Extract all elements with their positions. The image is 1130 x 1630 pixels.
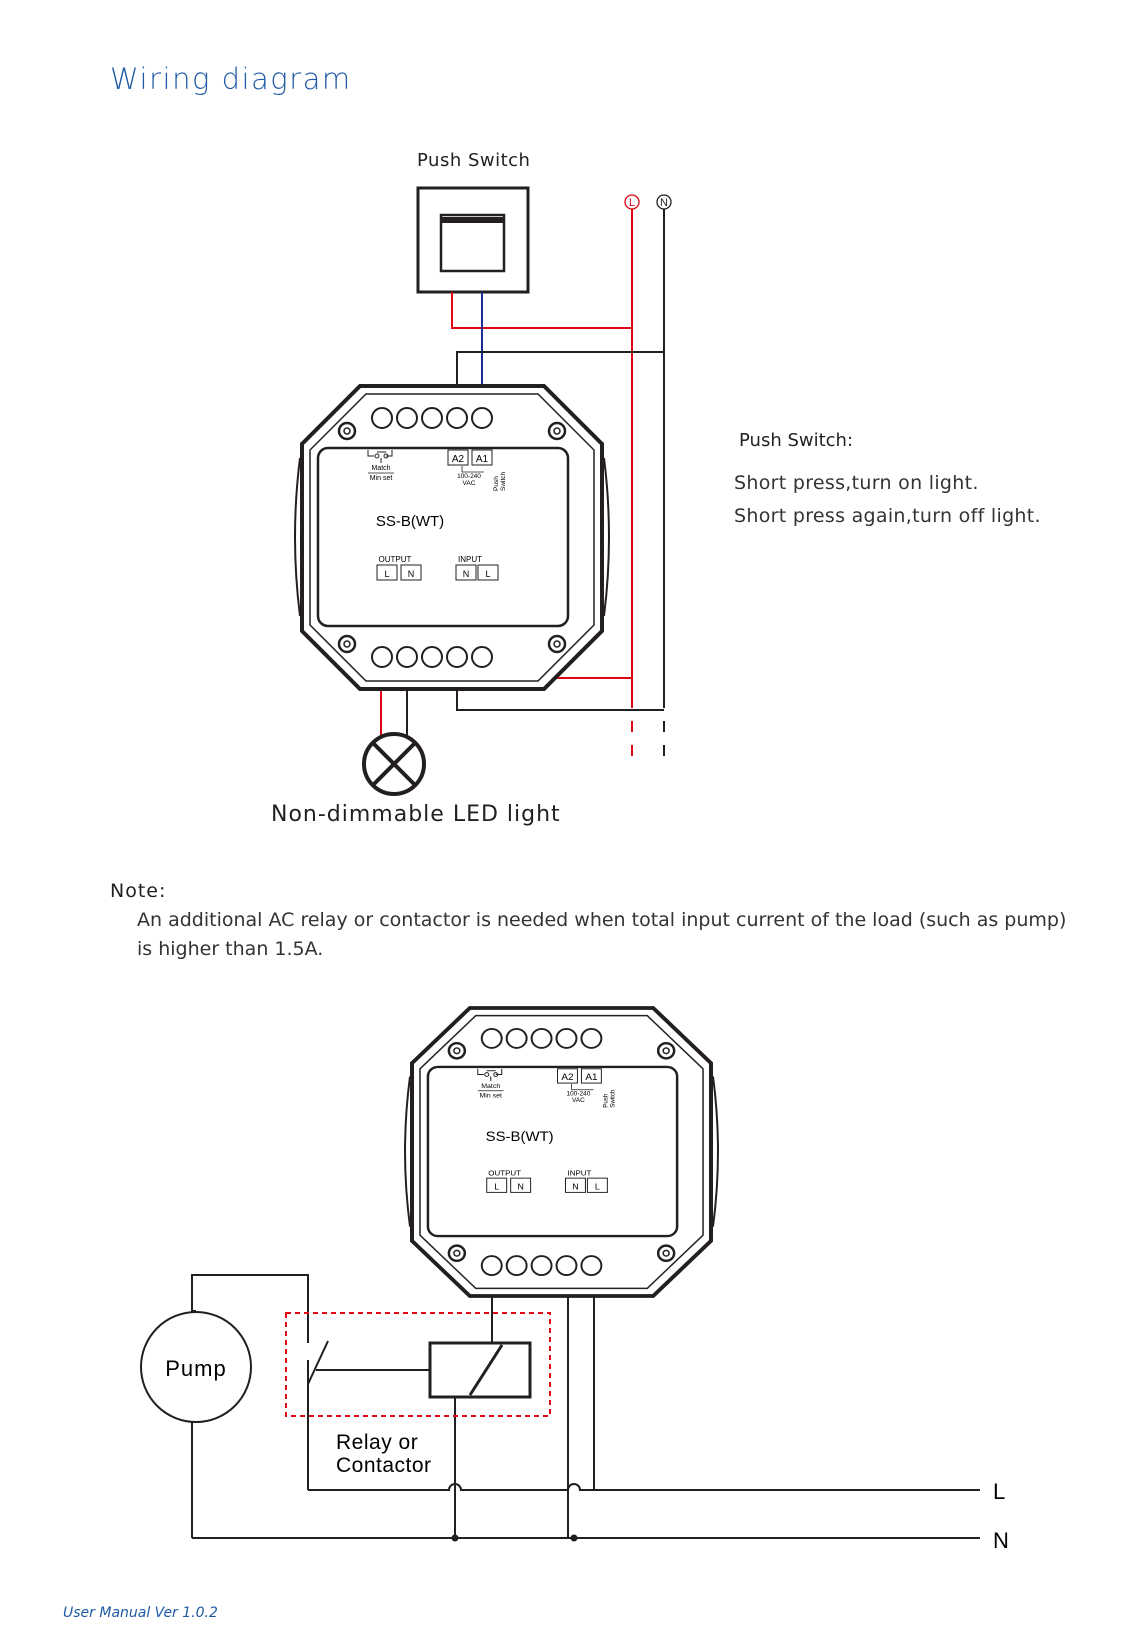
out-n-label-2: N [517,1182,523,1192]
model-label-2: SS-B(WT) [486,1129,554,1145]
footer-version: User Manual Ver 1.0.2 [63,1605,218,1621]
led-light-icon [362,732,426,796]
a2-label-2: A2 [561,1072,573,1083]
diagram-2: Pump Relay or Contactor L N Match Min se… [140,1006,1009,1553]
push-switch-label: Push Switch [417,150,531,171]
relay-label-line1: Relay or [336,1431,418,1454]
match-label-2: Match [481,1083,500,1090]
push-switch-icon [416,186,530,294]
led-light-label: Non-dimmable LED light [271,802,561,827]
push-switch-info-line2: Short press again,turn off light. [734,505,1041,527]
note-line2: is higher than 1.5A. [137,938,324,960]
ss-b-module-1: Match Min set A2 A1 100-240 VAC Push Swi… [293,384,611,691]
push-switch-info-line1: Short press,turn on light. [734,472,979,494]
page-title: Wiring diagram [110,62,352,96]
out-l-label: L [384,569,389,579]
in-n-label-2: N [572,1182,578,1192]
relay-label-line2: Contactor [336,1454,432,1477]
relay-contactor-boundary [285,1312,551,1417]
diagram-1: L N Match Min set A2 A1 100-240 [293,186,672,796]
push-label: Push [493,476,500,491]
minset-label: Min set [370,475,393,482]
note-line1: An additional AC relay or contactor is n… [137,909,1067,931]
input-label-2: INPUT [568,1168,592,1177]
line-n-label: N [993,1528,1009,1553]
neutral-terminal-label: N [660,197,668,209]
out-l-label-2: L [494,1182,499,1192]
switch-label: Switch [500,471,507,491]
pump-label: Pump [165,1356,226,1381]
output-label-2: OUTPUT [488,1168,521,1177]
pump-icon [140,1311,252,1423]
wires-diagram-2 [191,1254,980,1539]
live-terminal-label: L [629,197,635,209]
in-l-label-2: L [595,1182,600,1192]
minset-label-2: Min set [480,1092,503,1099]
out-n-label: N [408,569,415,579]
push-switch-info-title: Push Switch: [739,430,854,451]
output-label: OUTPUT [379,555,412,564]
in-l-label: L [485,569,490,579]
ss-b-module-2: Match Min set A2 A1 100-240 VAC Push Swi… [403,1006,720,1298]
push-label-2: Push [602,1093,609,1108]
input-label: INPUT [458,555,482,564]
in-n-label: N [463,569,470,579]
voltage-label-2: 100-240 [567,1091,591,1098]
a1-label-2: A1 [585,1072,597,1083]
note-title: Note: [110,880,167,902]
vac-label-2: VAC [572,1097,585,1104]
match-label: Match [371,465,390,472]
model-label: SS-B(WT) [376,513,444,530]
a1-label: A1 [476,454,489,465]
vac-label: VAC [463,480,476,487]
line-l-label: L [993,1479,1005,1504]
voltage-label: 100-240 [457,473,481,480]
relay-coil-icon [428,1297,532,1399]
a2-label: A2 [452,454,465,465]
switch-label-2: Switch [609,1089,616,1108]
